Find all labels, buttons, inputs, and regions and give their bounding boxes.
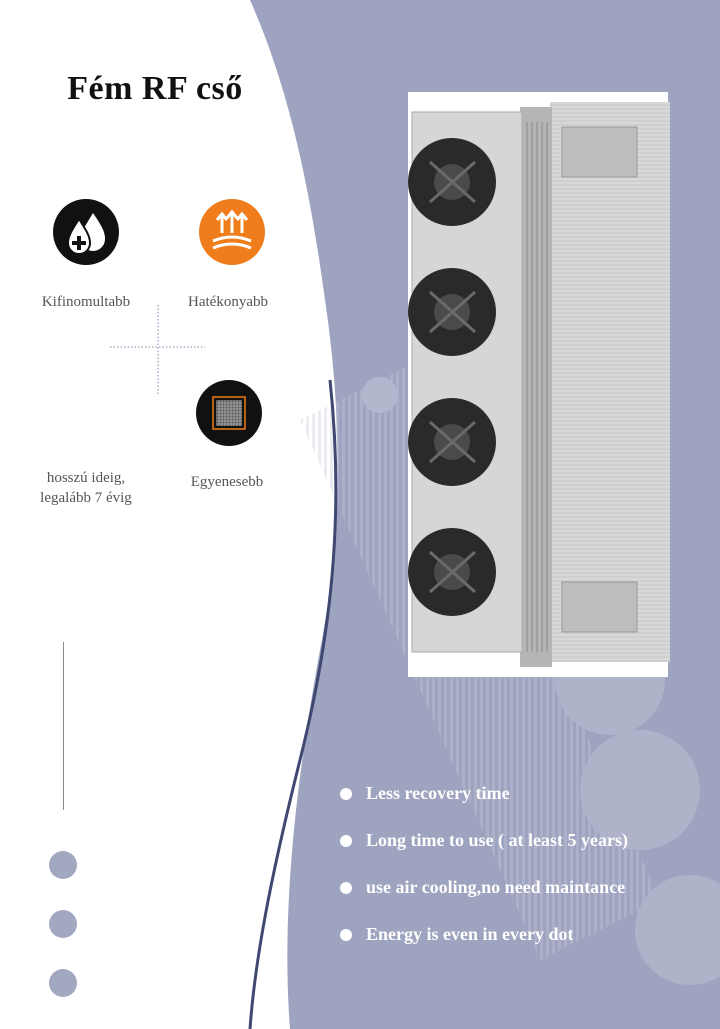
- bullet-icon: [340, 928, 352, 941]
- decor-dot: [49, 969, 77, 997]
- list-item: Energy is even in every dot: [340, 911, 710, 958]
- feature-label-efficient: Hatékonyabb: [188, 294, 268, 310]
- bullet-icon: [340, 881, 352, 894]
- bullet-icon: [340, 787, 352, 800]
- feature-label-straighter: Egyenesebb: [190, 474, 264, 490]
- bullet-text: Less recovery time: [366, 783, 510, 803]
- benefit-list: Less recovery time Long time to use ( at…: [340, 770, 710, 958]
- bullet-text: Long time to use ( at least 5 years): [366, 830, 628, 850]
- bullet-text: Energy is even in every dot: [366, 924, 574, 944]
- list-item: Less recovery time: [340, 770, 710, 817]
- page-title: Fém RF cső: [67, 70, 243, 107]
- bullet-text: use air cooling,no need maintance: [366, 877, 626, 897]
- decor-dot: [49, 910, 77, 938]
- bullet-icon: [340, 834, 352, 847]
- grid-square-icon: [196, 380, 262, 446]
- rf-tube-illustration: [408, 92, 670, 677]
- heat-arrows-icon: [199, 199, 265, 265]
- vertical-divider: [63, 642, 64, 810]
- list-item: Long time to use ( at least 5 years): [340, 817, 710, 864]
- feature-label-refined: Kifinomultabb: [41, 294, 131, 310]
- decor-dot: [49, 851, 77, 879]
- water-drop-plus-icon: [53, 199, 119, 265]
- list-item: use air cooling,no need maintance: [340, 864, 710, 911]
- feature-label-long-lasting: hosszú ideig, legalább 7 évig: [40, 470, 132, 506]
